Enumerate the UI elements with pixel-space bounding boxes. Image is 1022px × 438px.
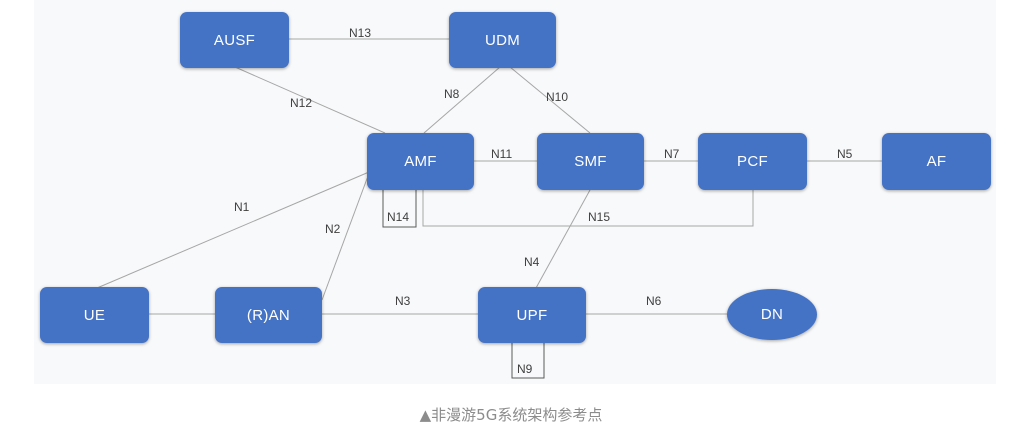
label-n12: N12: [290, 96, 312, 110]
label-n10: N10: [546, 90, 568, 104]
link-n8: [423, 66, 501, 134]
label-n14: N14: [387, 210, 409, 224]
node-ran: (R)AN: [215, 287, 322, 343]
link-n12: [234, 66, 386, 134]
label-n11: N11: [491, 147, 512, 161]
node-ue: UE: [40, 287, 149, 343]
link-n14: [382, 190, 417, 228]
node-ausf: AUSF: [180, 12, 289, 68]
label-n8: N8: [444, 87, 460, 101]
node-pcf: PCF: [698, 133, 807, 190]
node-af: AF: [882, 133, 991, 190]
label-n2: N2: [325, 222, 341, 236]
node-amf: AMF: [367, 133, 474, 190]
node-udm: UDM: [449, 12, 556, 68]
link-n10: [509, 66, 591, 134]
label-n13: N13: [349, 26, 371, 40]
link-n2: [321, 175, 369, 301]
link-n9: [511, 343, 545, 379]
node-upf: UPF: [478, 287, 586, 343]
label-n6: N6: [646, 294, 662, 308]
label-n9: N9: [517, 362, 533, 376]
node-smf: SMF: [537, 133, 644, 190]
label-n15: N15: [588, 210, 610, 224]
node-dn: DN: [727, 289, 817, 340]
label-n3: N3: [395, 294, 411, 308]
figure-caption: ▲非漫游5G系统架构参考点: [419, 406, 603, 424]
label-n5: N5: [837, 147, 853, 161]
label-n7: N7: [664, 147, 680, 161]
link-n4: [535, 189, 591, 289]
label-n4: N4: [524, 255, 540, 269]
label-n1: N1: [234, 200, 250, 214]
link-n1: [96, 171, 370, 289]
link-n15: [422, 190, 754, 227]
